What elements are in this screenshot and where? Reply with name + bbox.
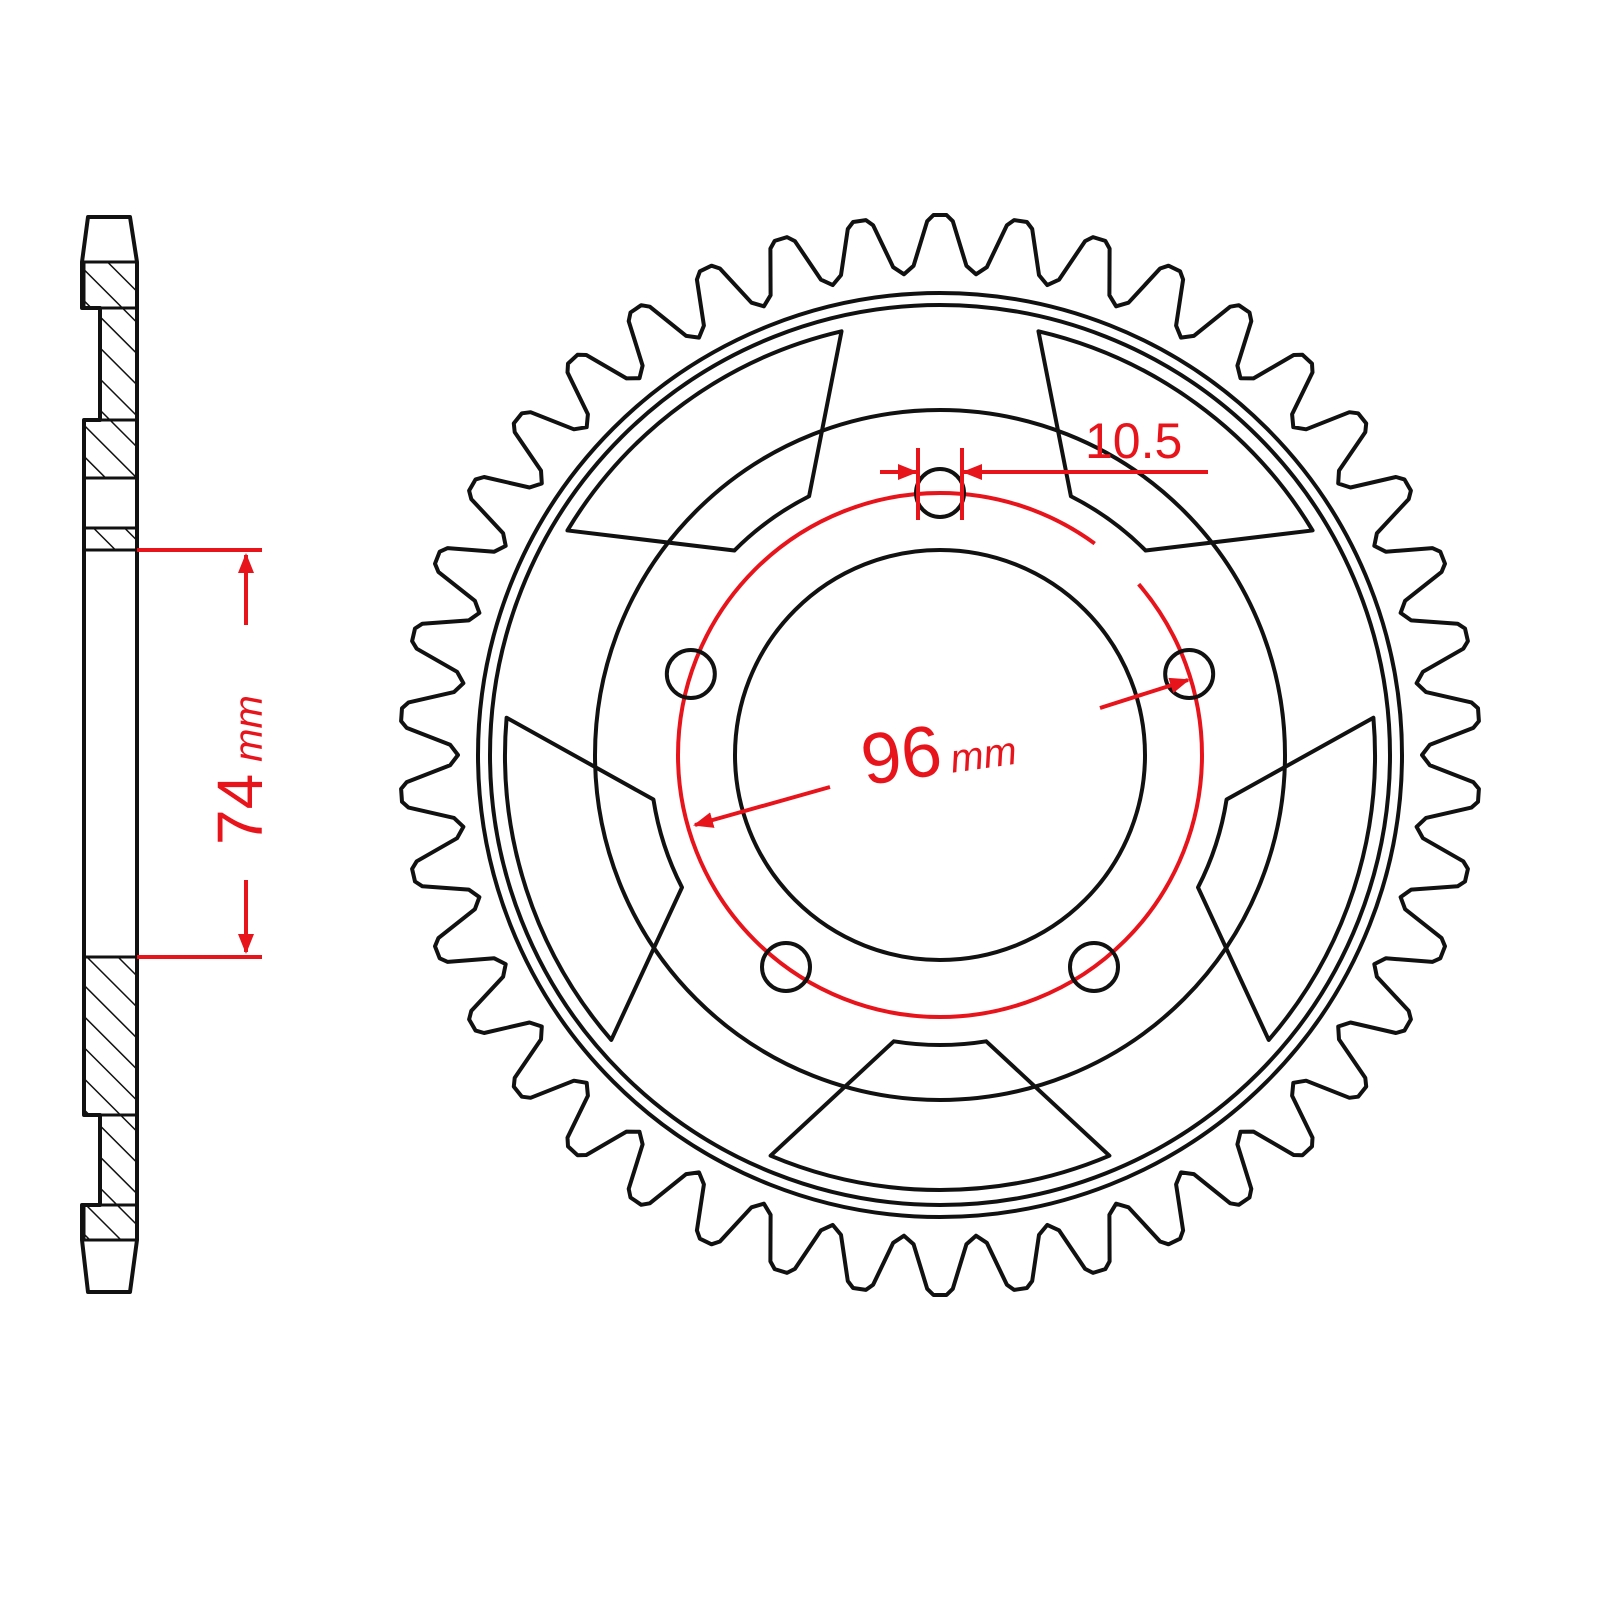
hatched-section [98,1113,139,1207]
hatched-section [82,955,139,1117]
hatched-section [98,306,139,422]
side-profile-view [80,215,139,1294]
center-bore [733,548,1147,962]
bolt-circle-label: 96mm [856,700,1020,801]
sprocket-teeth-outline [399,213,1481,1297]
hatched-section [82,260,139,310]
web-ring [593,408,1287,1102]
outer-ring [476,291,1404,1219]
bolt-hole [1067,940,1120,993]
bolt-hole [760,940,813,993]
hatched-section [82,1203,139,1242]
bolt-circle-dimension: 96mm [693,677,1190,828]
sprocket-front-view [399,213,1481,1297]
lightening-window [768,1039,1112,1192]
lightening-window [503,715,684,1042]
hatched-section [82,418,139,480]
bolt-hole-label: 10.5 [1085,413,1182,469]
bolt-hole [664,648,717,701]
lightening-window [1196,715,1377,1042]
bolt-hole [1163,648,1216,701]
hub-height-label: 74mm [204,695,276,845]
hatched-section [82,526,139,552]
hub-height-dimension: 74mm [137,548,276,959]
inner-ring [488,303,1392,1207]
bolt-circle [676,491,1204,1019]
lightening-window [565,329,844,553]
lightening-window [1036,329,1315,553]
bolt-hole-dimension: 10.5 [880,413,1208,520]
